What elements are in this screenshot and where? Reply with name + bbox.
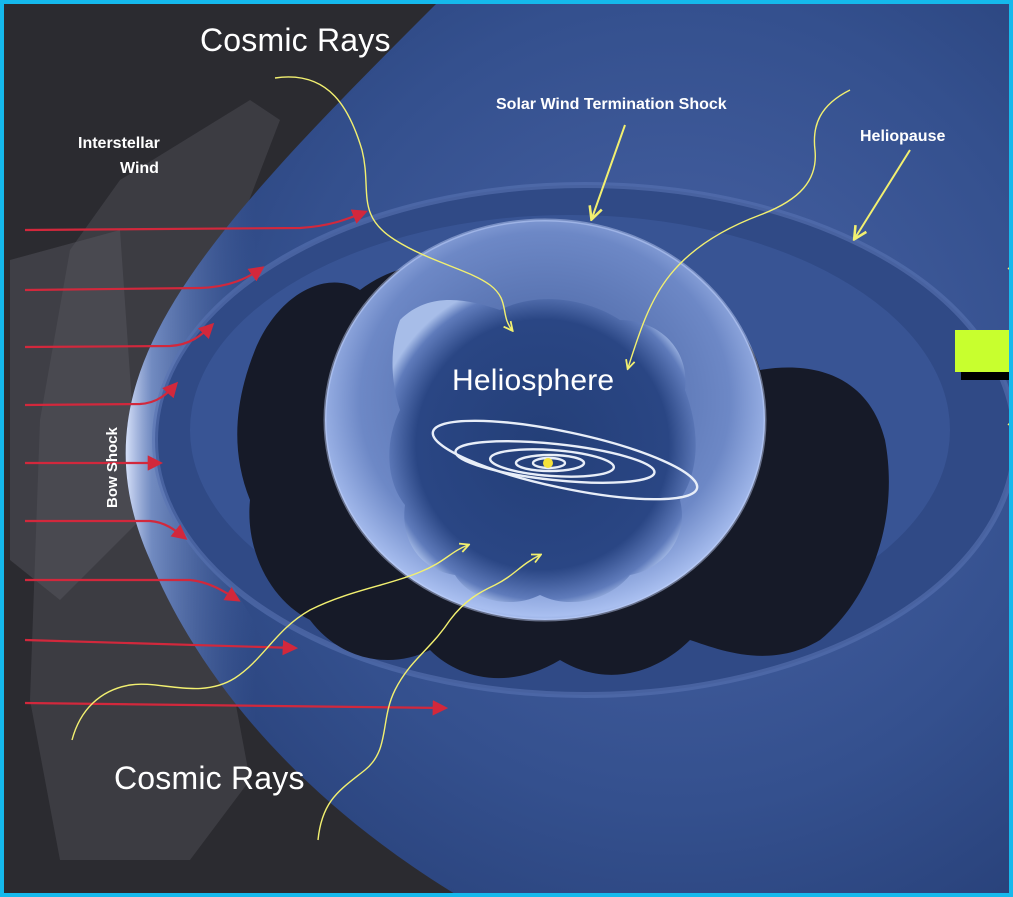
bow-shock-front [125, 0, 561, 897]
accent-box [955, 330, 1013, 372]
cosmic-rays-bottom-label: Cosmic Rays [114, 760, 305, 796]
solar-system-orbits [431, 419, 699, 501]
interstellar-wind-label-line1: Interstellar [78, 135, 160, 152]
interstellar-wind-label-line2: Wind [120, 160, 159, 177]
interstellar-cloud-left [10, 230, 140, 600]
bow-shock-label: Bow Shock [104, 427, 121, 508]
termination-shock-label: Solar Wind Termination Shock [496, 96, 727, 113]
label-pointers [592, 124, 911, 238]
cosmic-rays-top-label: Cosmic Rays [200, 22, 391, 58]
cosmic-ray-paths [71, 76, 851, 841]
sun-icon [543, 458, 553, 468]
heliosphere-label: Heliosphere [452, 364, 615, 397]
heliopause-label: Heliopause [860, 128, 946, 145]
interstellar-wind-arrows [24, 209, 449, 716]
